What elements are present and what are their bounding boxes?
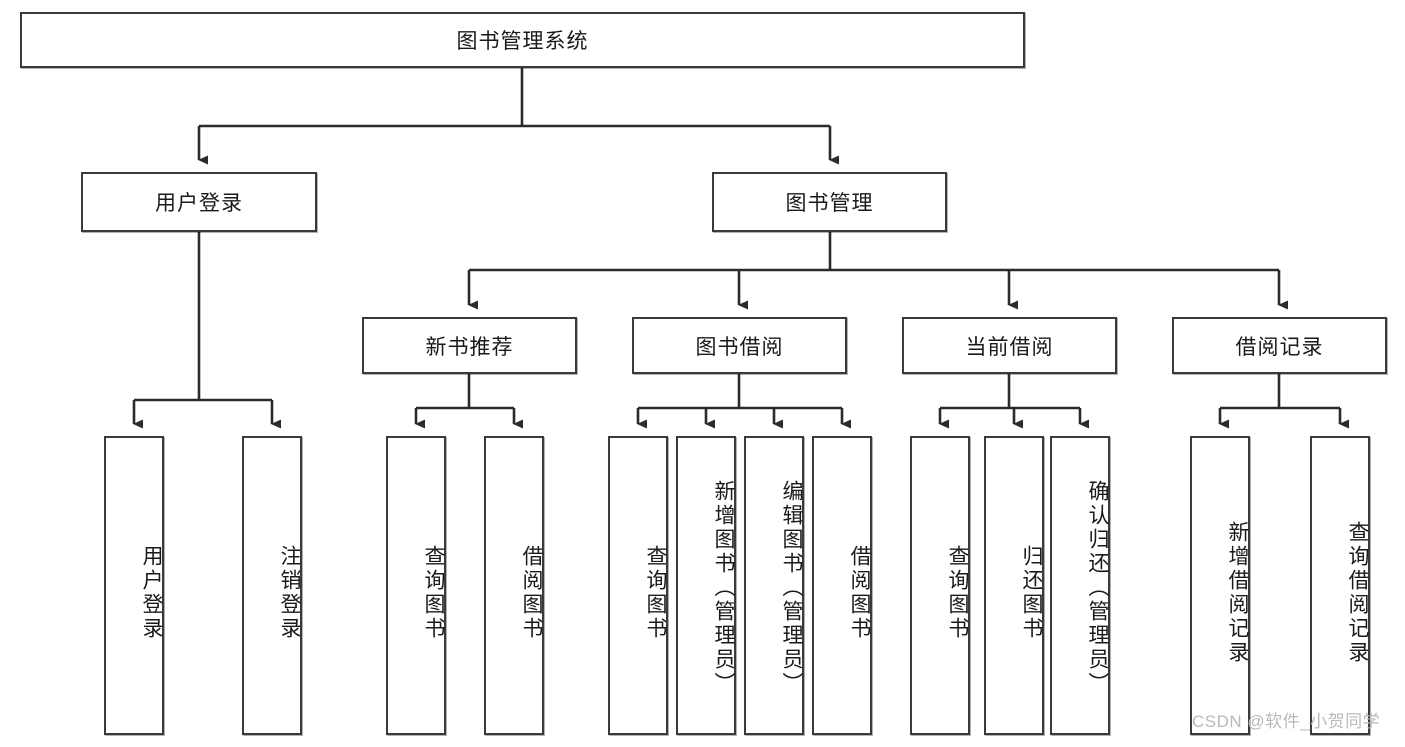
node-book-management-label: 图书管理 [785,192,874,215]
node-current-borrow[interactable]: 当前借阅 [902,317,1117,374]
leaf-add-borrow-record[interactable]: 新增借阅记录 [1190,436,1250,735]
node-root-label: 图书管理系统 [456,30,589,53]
watermark: CSDN @软件_小贺同学 [1192,712,1381,731]
node-borrow-records-label: 借阅记录 [1235,335,1324,359]
leaf-confirm-return-admin-label: 确认归还（管理员） [1086,479,1109,696]
leaf-user-login-label: 用户登录 [140,544,163,641]
node-user-login[interactable]: 用户登录 [81,172,317,232]
leaf-query-book-current-label: 查询图书 [946,544,969,641]
leaf-user-logout[interactable]: 注销登录 [242,436,302,735]
leaf-query-book-borrow[interactable]: 查询图书 [608,436,668,735]
leaf-query-book-recommend-label: 查询图书 [422,544,445,641]
leaf-add-book-admin-label: 新增图书（管理员） [712,479,735,696]
leaf-edit-book-admin[interactable]: 编辑图书（管理员） [744,436,804,735]
leaf-query-book-borrow-label: 查询图书 [644,544,667,641]
leaf-borrow-book-recommend-label: 借阅图书 [520,544,543,641]
leaf-user-logout-label: 注销登录 [278,544,301,641]
leaf-query-borrow-record-label: 查询借阅记录 [1346,520,1369,665]
leaf-return-book-label: 归还图书 [1020,544,1043,641]
leaf-borrow-book-recommend[interactable]: 借阅图书 [484,436,544,735]
leaf-query-book-recommend[interactable]: 查询图书 [386,436,446,735]
leaf-user-login[interactable]: 用户登录 [104,436,164,735]
leaf-confirm-return-admin[interactable]: 确认归还（管理员） [1050,436,1110,735]
leaf-return-book[interactable]: 归还图书 [984,436,1044,735]
node-book-management[interactable]: 图书管理 [712,172,947,232]
node-root[interactable]: 图书管理系统 [20,12,1025,68]
leaf-borrow-book[interactable]: 借阅图书 [812,436,872,735]
leaf-add-borrow-record-label: 新增借阅记录 [1226,520,1249,665]
node-borrow-records[interactable]: 借阅记录 [1172,317,1387,374]
node-new-book-recommend-label: 新书推荐 [425,335,514,359]
leaf-edit-book-admin-label: 编辑图书（管理员） [780,479,803,696]
leaf-add-book-admin[interactable]: 新增图书（管理员） [676,436,736,735]
leaf-query-borrow-record[interactable]: 查询借阅记录 [1310,436,1370,735]
node-user-login-label: 用户登录 [155,192,243,215]
leaf-borrow-book-label: 借阅图书 [848,544,871,641]
node-book-borrow[interactable]: 图书借阅 [632,317,847,374]
leaf-query-book-current[interactable]: 查询图书 [910,436,970,735]
node-book-borrow-label: 图书借阅 [695,335,784,359]
node-current-borrow-label: 当前借阅 [965,335,1054,359]
node-new-book-recommend[interactable]: 新书推荐 [362,317,577,374]
